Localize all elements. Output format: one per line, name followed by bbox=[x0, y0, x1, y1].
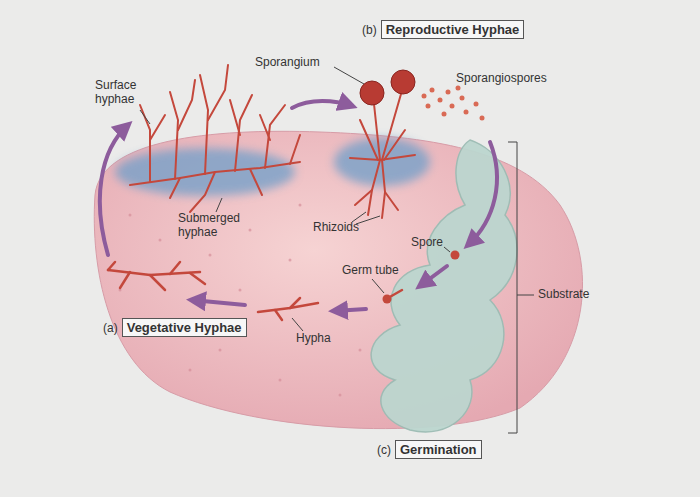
panel-letter: (a) bbox=[103, 321, 118, 335]
panel-title: Germination bbox=[395, 440, 482, 459]
part-label: Substrate bbox=[538, 288, 589, 302]
surface-hyphae bbox=[130, 65, 300, 212]
sporangiospores bbox=[422, 86, 485, 121]
panel-title: Reproductive Hyphae bbox=[381, 20, 525, 39]
heading-box: (a) Vegetative Hyphae bbox=[103, 318, 247, 337]
leader-lines bbox=[140, 67, 534, 433]
cycle-arrows bbox=[100, 101, 497, 311]
part-label: Submerged hyphae bbox=[178, 212, 250, 240]
part-label: Germ tube bbox=[342, 264, 399, 278]
part-label: Spore bbox=[411, 236, 443, 250]
germinating-hyphae bbox=[108, 262, 402, 320]
part-label: Sporangium bbox=[255, 56, 320, 70]
panel-letter: (b) bbox=[362, 23, 377, 37]
germinating-spore bbox=[383, 295, 392, 304]
panel-letter: (c) bbox=[377, 443, 391, 457]
substrate-dots bbox=[119, 204, 362, 397]
part-label: Hypha bbox=[296, 332, 331, 346]
heading-box: (c) Germination bbox=[377, 440, 482, 459]
sporangiophores bbox=[350, 94, 415, 218]
spore bbox=[451, 251, 460, 260]
part-label: Sporangiospores bbox=[456, 72, 547, 86]
part-label: Surface hyphae bbox=[95, 79, 157, 107]
heading-box: (b) Reproductive Hyphae bbox=[362, 20, 524, 39]
sporangium bbox=[360, 81, 384, 105]
panel-title: Vegetative Hyphae bbox=[122, 318, 247, 337]
part-label: Rhizoids bbox=[313, 221, 359, 235]
sporangium bbox=[391, 70, 415, 94]
